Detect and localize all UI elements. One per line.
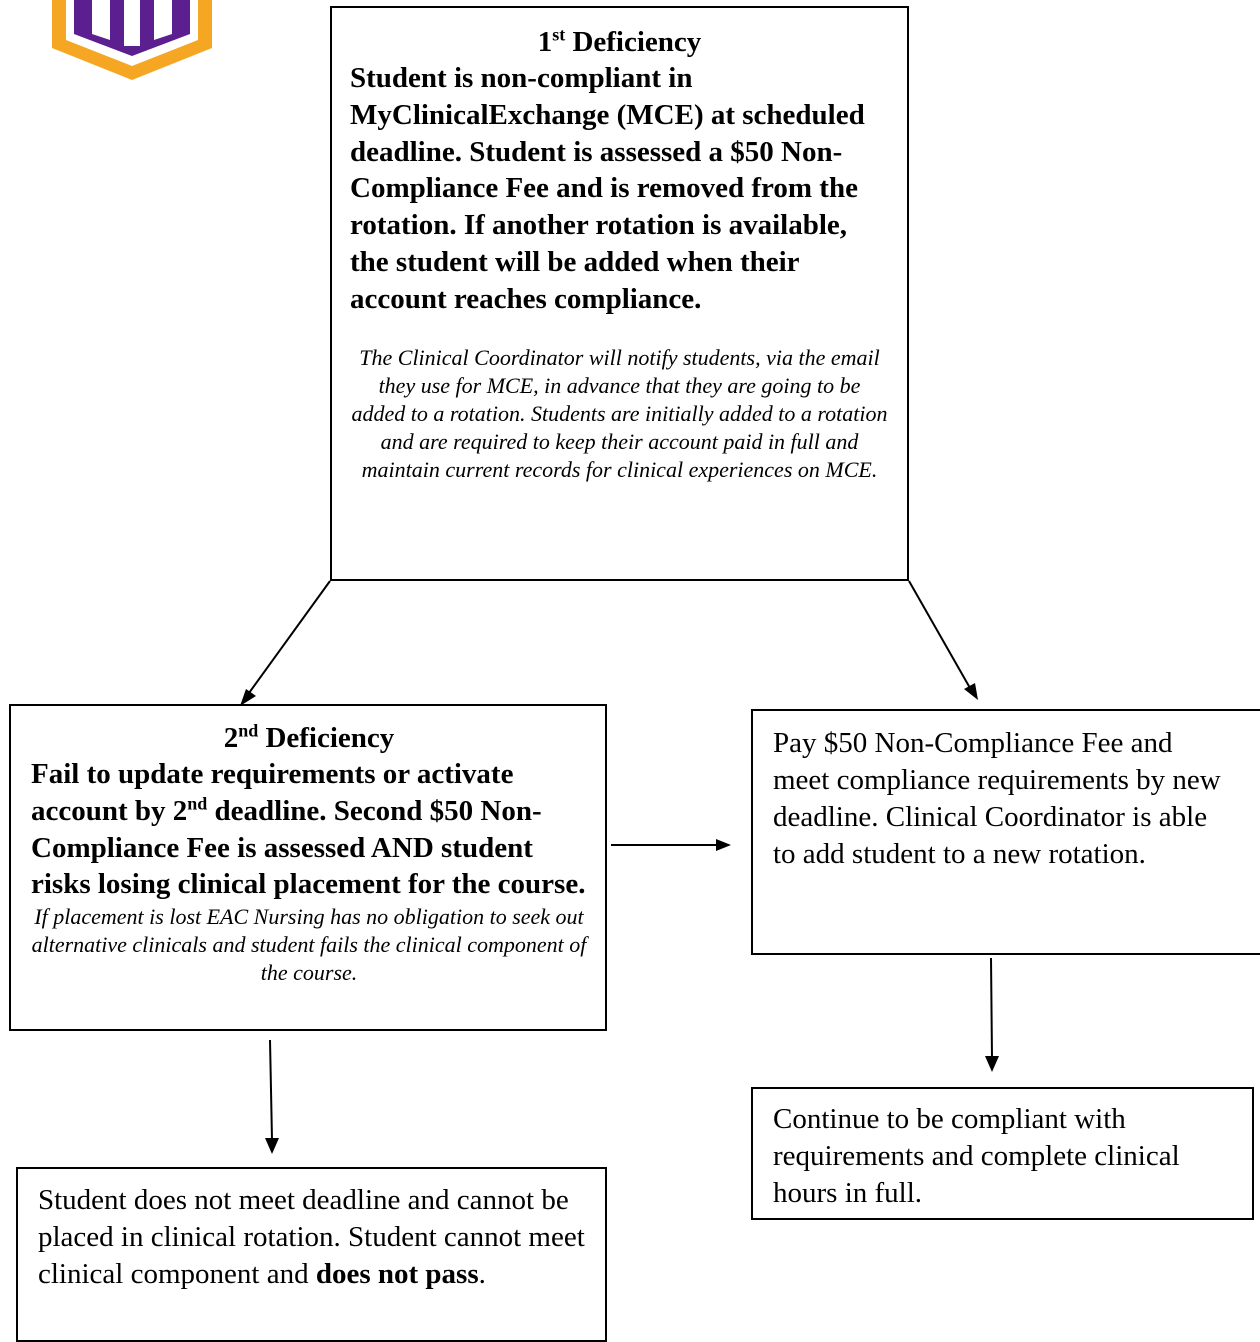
does-not-pass-text: Student does not meet deadline and canno…: [38, 1184, 585, 1290]
second-deficiency-heading: 2nd Deficiency: [223, 720, 395, 754]
arrowhead-box5: [265, 1138, 279, 1154]
arrow-box1-to-box2: [248, 580, 331, 694]
does-not-pass-emphasis: does not pass: [315, 1258, 479, 1290]
second-deficiency-note: If placement is lost EAC Nursing has no …: [31, 904, 587, 986]
second-deficiency-box: 2nd Deficiency Fail to update requiremen…: [9, 704, 607, 1031]
arrowhead-box4: [985, 1056, 999, 1072]
arrow-box2-to-box5: [269, 1039, 273, 1141]
school-shield-logo-icon: [52, 0, 212, 80]
continue-compliant-text: Continue to be compliant with requiremen…: [773, 1103, 1180, 1209]
first-deficiency-description: Student is non-compliant in MyClinicalEx…: [350, 62, 865, 315]
pay-fee-box: Pay $50 Non-Compliance Fee and meet comp…: [751, 709, 1260, 955]
arrowhead-box3: [964, 683, 978, 700]
does-not-pass-box: Student does not meet deadline and canno…: [16, 1167, 607, 1342]
arrowhead-box3-left: [716, 839, 731, 851]
first-deficiency-heading: 1st Deficiency: [537, 24, 702, 58]
first-deficiency-box: 1st Deficiency Student is non-compliant …: [330, 6, 909, 581]
continue-compliant-box: Continue to be compliant with requiremen…: [751, 1087, 1254, 1220]
pay-fee-text: Pay $50 Non-Compliance Fee and meet comp…: [773, 727, 1221, 870]
first-deficiency-note: The Clinical Coordinator will notify stu…: [351, 344, 888, 482]
second-deficiency-description: Fail to update requirements or activate …: [31, 758, 586, 901]
arrow-box3-to-box4: [990, 957, 993, 1059]
arrow-box1-to-box3: [908, 580, 971, 689]
